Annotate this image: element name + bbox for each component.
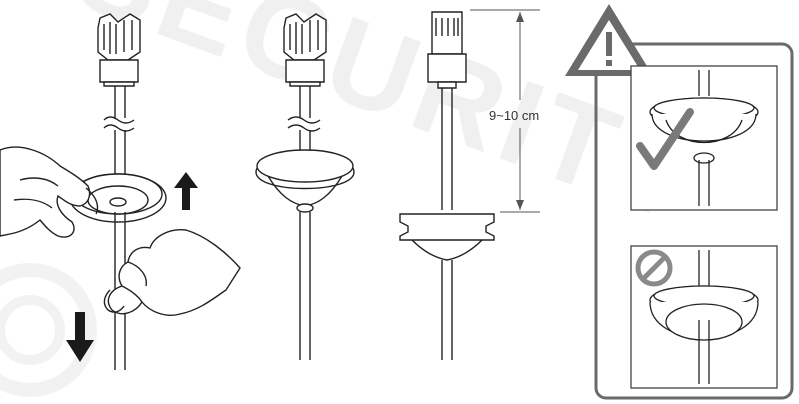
- cable: [441, 88, 453, 210]
- cable-through: [441, 260, 453, 360]
- cable-break: [287, 116, 321, 132]
- warning-panel: [565, 4, 794, 400]
- grommet-side: [399, 213, 495, 261]
- step-3-measure-distance: [399, 9, 540, 360]
- rj45-plug-icon: [97, 13, 141, 87]
- cable-lower: [299, 130, 311, 150]
- warning-frame: [594, 42, 794, 400]
- rj45-plug-icon: [283, 13, 327, 87]
- watermark-ring-inner: [0, 295, 65, 365]
- rj45-plug-icon: [427, 11, 467, 89]
- down-arrow-icon: [66, 312, 94, 362]
- dimension-icon: [470, 9, 540, 213]
- cable-break: [103, 116, 135, 132]
- watermark-ring: [0, 263, 97, 397]
- incorrect-example: [630, 245, 778, 389]
- grommet: [69, 173, 167, 223]
- checkmark-icon: [636, 108, 694, 170]
- cable: [698, 70, 710, 96]
- correct-example: [630, 65, 778, 211]
- cable-lower: [114, 130, 126, 176]
- dimension-label: 9~10 cm: [489, 108, 539, 123]
- hand-right-icon: [107, 229, 241, 316]
- step-1-slide-grommet: [0, 13, 241, 370]
- cable: [114, 86, 126, 118]
- step-2-grommet-on-cable: [255, 13, 355, 360]
- prohibited-icon: [635, 249, 673, 287]
- cable: [299, 86, 311, 118]
- cable: [698, 250, 710, 286]
- hand-left-icon: [0, 146, 91, 238]
- grommet: [255, 149, 355, 213]
- warning-icon: [565, 4, 653, 76]
- up-arrow-icon: [174, 172, 198, 210]
- cable-through: [299, 212, 311, 360]
